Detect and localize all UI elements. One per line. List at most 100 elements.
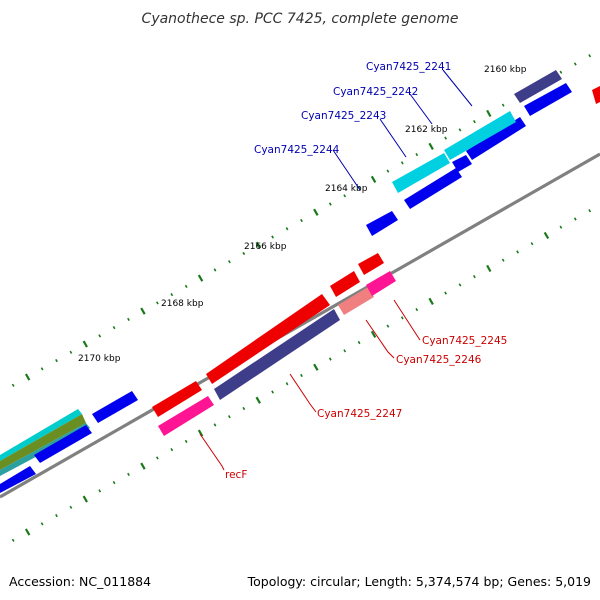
feature-blue-arrow: [404, 168, 462, 209]
ring-tick: [530, 242, 534, 246]
ring-tick: [197, 274, 204, 282]
ring-tick: [242, 406, 246, 411]
ring-tick: [473, 275, 476, 279]
ring-tick: [428, 297, 434, 305]
scale-tick-label: 2166 kbp: [244, 242, 287, 252]
ring-tick: [197, 429, 204, 437]
ring-tick: [242, 251, 246, 256]
ring-tick: [386, 324, 390, 328]
ring-tick: [370, 330, 377, 338]
feature-cyan: [444, 111, 516, 160]
ring-tick: [82, 495, 88, 503]
feature-red-arrow: [358, 253, 384, 275]
scale-tick-label: 2168 kbp: [161, 299, 204, 309]
ring-tick: [11, 538, 15, 542]
ring-tick: [357, 185, 361, 190]
ring-tick: [400, 161, 404, 165]
gene-label: Cyan7425_2244: [254, 144, 340, 156]
scale-labels: 2160 kbp 2162 kbp 2164 kbp 2166 kbp 2168…: [78, 65, 527, 364]
ring-tick: [11, 383, 15, 387]
gene-labels-top: Cyan7425_2241 Cyan7425_2242 Cyan7425_224…: [254, 61, 473, 191]
scale-tick-label: 2162 kbp: [405, 125, 448, 135]
ring-tick: [444, 136, 447, 140]
gene-label: Cyan7425_2247: [317, 408, 402, 420]
ring-tick: [155, 456, 159, 460]
feature-salmon: [338, 287, 374, 315]
ring-tick: [543, 231, 550, 240]
ring-tick: [255, 241, 261, 249]
ring-tick: [69, 350, 73, 354]
ring-tick: [415, 308, 419, 312]
inner-tick-ring: [0, 209, 592, 550]
ring-tick: [170, 293, 174, 297]
ring-tick: [486, 109, 492, 118]
gene-label: Cyan7425_2243: [301, 110, 386, 122]
ring-tick: [228, 415, 231, 419]
ring-tick: [400, 316, 404, 320]
ring-tick: [559, 225, 563, 229]
ring-tick: [573, 62, 577, 66]
ring-tick: [40, 367, 44, 371]
ring-tick: [112, 325, 116, 330]
ring-tick: [473, 120, 476, 124]
ring-tick: [82, 340, 88, 348]
gene-label: Cyan7425_2246: [396, 354, 482, 366]
leader-line: [379, 118, 407, 158]
gene-label: recF: [225, 469, 247, 481]
gene-labels-bottom: Cyan7425_2245 Cyan7425_2246 Cyan7425_224…: [199, 299, 507, 481]
ring-tick: [127, 472, 130, 477]
topology-text: Topology: circular; Length: 5,374,574 bp…: [247, 574, 591, 589]
ring-tick: [313, 208, 319, 216]
ring-tick: [458, 128, 462, 132]
feature-blue-arrow: [466, 117, 526, 160]
ring-tick: [370, 175, 377, 183]
feature-blue-arrow: [366, 211, 398, 236]
ring-tick: [285, 382, 289, 386]
ring-tick: [328, 202, 332, 206]
ring-tick: [516, 250, 519, 254]
ring-tick: [140, 462, 146, 470]
feature-olive-left: [0, 414, 86, 470]
feature-pink: [158, 396, 214, 436]
ring-tick: [300, 218, 303, 223]
feature-red-long: [206, 294, 330, 384]
ring-tick: [24, 373, 31, 381]
gene-label: Cyan7425_2245: [422, 335, 507, 347]
ring-tick: [98, 334, 102, 338]
leader-line: [409, 93, 433, 125]
ring-tick: [486, 264, 492, 273]
ring-tick: [328, 357, 332, 361]
ring-tick: [285, 227, 289, 231]
feature-pink: [366, 271, 396, 296]
ring-tick: [271, 235, 274, 239]
ring-tick: [357, 340, 361, 345]
feature-red-stub: [592, 86, 600, 104]
feature-blue-arrow: [92, 391, 138, 423]
scale-tick-label: 2164 kbp: [325, 184, 368, 194]
ring-tick: [428, 142, 434, 150]
ring-tick: [271, 390, 274, 394]
accession-text: Accession: NC_011884: [9, 574, 151, 589]
scale-tick-label: 2160 kbp: [484, 65, 527, 75]
ring-tick: [213, 268, 217, 272]
ring-tick: [170, 448, 174, 452]
ring-tick: [255, 396, 261, 404]
leader-line: [365, 319, 395, 359]
reverse-features: [152, 253, 396, 436]
ring-tick: [184, 439, 188, 444]
ring-tick: [300, 373, 303, 378]
feature-navy: [514, 70, 562, 103]
genome-backbone: [0, 152, 600, 499]
ring-tick: [343, 194, 347, 198]
ring-tick: [55, 358, 58, 363]
ring-tick: [228, 260, 231, 264]
gene-label: Cyan7425_2242: [333, 86, 418, 98]
feature-blue-arrow: [34, 425, 92, 463]
ring-tick: [573, 217, 577, 221]
ring-tick: [213, 423, 217, 427]
map-title: Cyanothece sp. PCC 7425, complete genome: [142, 11, 459, 27]
feature-cyan: [392, 153, 450, 193]
ring-tick: [501, 103, 505, 107]
feature-blue-arrow: [0, 466, 36, 493]
